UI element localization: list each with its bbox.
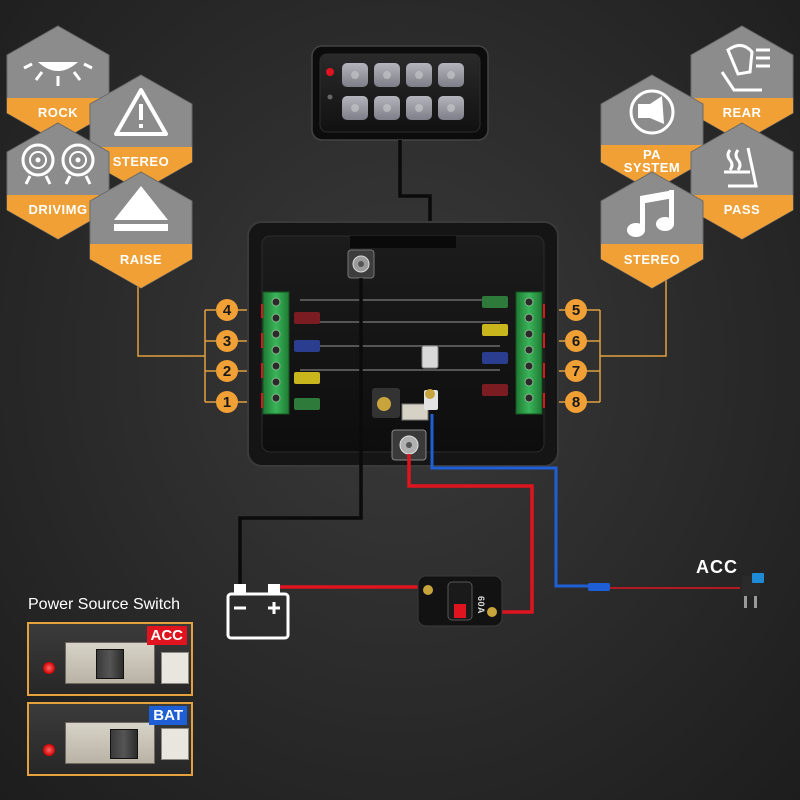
- hex-pass-tile: PASS: [690, 122, 794, 240]
- hex-stereo-right-tile: STEREO: [600, 171, 704, 289]
- slide-switch-body: [65, 642, 155, 684]
- rear-seat-icon: [720, 44, 770, 92]
- svg-text:8: 8: [572, 394, 580, 411]
- circuit-number-7: 7: [565, 360, 587, 382]
- svg-text:5: 5: [572, 302, 580, 319]
- battery-icon: [226, 584, 290, 640]
- pa-system-icon: [629, 89, 675, 135]
- keypad-buttons: [342, 63, 464, 120]
- right-circuit-numbers: 5 6 7 8: [565, 299, 587, 413]
- hex-label-pa-line1: PA: [643, 147, 661, 162]
- hex-label-driving: DRIVIMG: [28, 202, 87, 217]
- breaker-rating: 60A: [476, 596, 486, 614]
- svg-text:4: 4: [223, 302, 232, 319]
- circuit-number-5: 5: [565, 299, 587, 321]
- acc-butt-connector: [588, 583, 610, 591]
- power-switch-acc-panel: ACC: [27, 622, 193, 696]
- circuit-number-8: 8: [565, 391, 587, 413]
- circuit-number-4: 4: [216, 299, 238, 321]
- switch-tag-acc: ACC: [146, 626, 187, 645]
- hex-rock-tile: ROCK: [6, 25, 110, 143]
- circuit-number-3: 3: [216, 330, 238, 352]
- hex-label-pa-line2: SYSTEM: [624, 160, 680, 175]
- svg-text:3: 3: [223, 333, 231, 350]
- hex-label-stereo-left: STEREO: [113, 154, 169, 169]
- slide-switch-body: [65, 722, 155, 764]
- hex-label-pass: PASS: [724, 202, 760, 217]
- slide-switch-knob: [96, 649, 124, 679]
- hex-pa-tile: PA SYSTEM: [600, 74, 704, 192]
- switch-keypad: [311, 45, 489, 141]
- power-source-switch-title: Power Source Switch: [28, 596, 181, 613]
- ground-wire-black: [238, 278, 363, 586]
- raise-arrow-icon: [114, 186, 168, 231]
- switch-connector: [161, 652, 189, 684]
- indicator-led: [43, 744, 55, 756]
- svg-text:1: 1: [223, 394, 231, 411]
- svg-text:7: 7: [572, 363, 580, 380]
- hex-label-stereo-right: STEREO: [624, 252, 680, 267]
- left-circuit-numbers: 4 3 2 1: [216, 299, 238, 413]
- warning-triangle-icon: [114, 88, 168, 136]
- relay-box: [247, 221, 559, 467]
- hex-driving-tile: DRIVIMG: [6, 122, 110, 240]
- hex-raise-tile: RAISE: [89, 171, 193, 289]
- slide-switch-knob: [110, 729, 138, 759]
- hex-label-rear: REAR: [723, 105, 762, 120]
- acc-wire-blue: [430, 414, 598, 588]
- heated-seat-icon: [724, 147, 758, 188]
- add-a-fuse-tap: [742, 573, 764, 608]
- indicator-led: [43, 662, 55, 674]
- music-note-icon: [627, 190, 674, 237]
- circuit-number-6: 6: [565, 330, 587, 352]
- svg-text:6: 6: [572, 333, 580, 350]
- svg-text:2: 2: [223, 363, 231, 380]
- fuses-right: [482, 296, 508, 396]
- hex-stereo-left-tile: STEREO: [89, 74, 193, 192]
- acc-label: ACC: [696, 557, 738, 577]
- fuses-left: [294, 312, 320, 410]
- circuit-number-2: 2: [216, 360, 238, 382]
- rock-light-icon: [23, 62, 93, 86]
- circuit-number-1: 1: [216, 391, 238, 413]
- power-wire-red: [407, 454, 534, 614]
- circuit-breaker: 60A: [417, 575, 503, 627]
- power-switch-bat-panel: BAT: [27, 702, 193, 776]
- hex-rear-tile: REAR: [690, 25, 794, 143]
- hex-label-raise: RAISE: [120, 252, 162, 267]
- switch-connector: [161, 728, 189, 760]
- switch-tag-bat: BAT: [149, 706, 187, 725]
- driving-lights-icon: [21, 143, 95, 185]
- hex-label-rock: ROCK: [38, 105, 78, 120]
